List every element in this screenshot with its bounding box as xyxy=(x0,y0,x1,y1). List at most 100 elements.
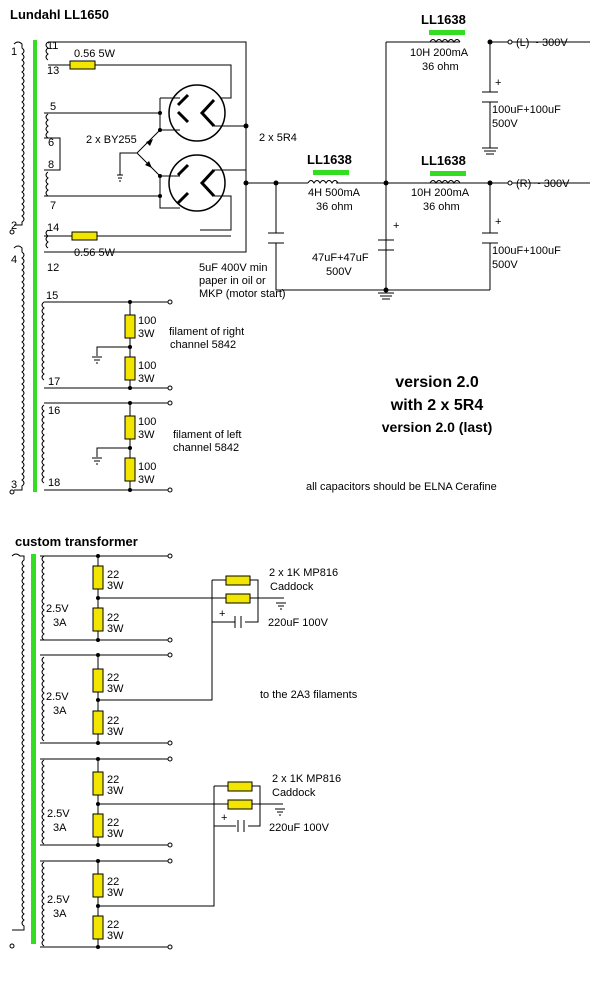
terminal-3 xyxy=(9,489,15,495)
cap-5uf-label-3: MKP (motor start) xyxy=(199,288,286,300)
winding-current-1: 3A xyxy=(53,617,67,629)
res-label: 100 xyxy=(138,416,156,428)
res-label: 3W xyxy=(138,328,155,340)
pin-label-11: 11 xyxy=(47,40,58,52)
choke-core-left xyxy=(429,30,465,35)
pin-label-17: 17 xyxy=(48,376,60,388)
rectifier-tube-bottom xyxy=(168,154,226,212)
svg-text:3W: 3W xyxy=(107,683,124,695)
filament-right-label-2: channel 5842 xyxy=(170,339,236,351)
title-custom-transformer: custom transformer xyxy=(15,534,138,549)
choke-right-spec2: 36 ohm xyxy=(423,201,460,213)
output-label-right: (R) ~ 300V xyxy=(516,178,570,190)
svg-text:3W: 3W xyxy=(107,580,124,592)
res-label: 100 xyxy=(138,315,156,327)
svg-text:22: 22 xyxy=(107,774,119,786)
caddock-label-1: 2 x 1K MP816 xyxy=(269,567,338,579)
svg-text:3W: 3W xyxy=(107,785,124,797)
capacitor-100uf-left xyxy=(482,91,498,103)
capacitor-5uf xyxy=(268,232,284,244)
svg-text:22: 22 xyxy=(107,672,119,684)
res-label: 100 xyxy=(138,461,156,473)
svg-text:3W: 3W xyxy=(107,726,124,738)
capacitor-note: all capacitors should be ELNA Cerafine xyxy=(306,481,497,493)
choke-left-name: LL1638 xyxy=(421,12,466,27)
winding-voltage-1: 2.5V xyxy=(46,603,69,615)
winding-voltage-2: 2.5V xyxy=(46,691,69,703)
diode-label: 2 x BY255 xyxy=(86,134,137,146)
plus-right: + xyxy=(495,216,501,228)
svg-text:22: 22 xyxy=(107,919,119,931)
winding-2.5v-1 xyxy=(40,553,173,643)
primary-winding-custom xyxy=(11,553,25,931)
resistor-0.56-bottom xyxy=(71,231,98,241)
cap-5uf-label-2: paper in oil or xyxy=(199,275,266,287)
svg-text:22: 22 xyxy=(107,817,119,829)
filament-left-label-2: channel 5842 xyxy=(173,442,239,454)
winding-voltage-3: 2.5V xyxy=(47,808,70,820)
winding-voltage-4: 2.5V xyxy=(47,894,70,906)
output-terminal-left xyxy=(507,39,513,45)
winding-8-7 xyxy=(45,171,49,197)
choke1-name: LL1638 xyxy=(307,152,352,167)
res-label: 3W xyxy=(138,429,155,441)
plus-caddock-1: + xyxy=(219,608,225,620)
cap-right-label-1: 100uF+100uF xyxy=(492,245,561,257)
choke1-spec2: 36 ohm xyxy=(316,201,353,213)
ground-icon xyxy=(378,292,394,300)
winding-current-3: 3A xyxy=(53,822,67,834)
ground-icon xyxy=(92,356,102,364)
svg-text:3W: 3W xyxy=(107,930,124,942)
svg-text:3W: 3W xyxy=(107,887,124,899)
svg-text:22: 22 xyxy=(107,612,119,624)
capacitor-100uf-right xyxy=(482,232,498,244)
choke-left-spec1: 10H 200mA xyxy=(410,47,469,59)
cap-220uf-label-2: 220uF 100V xyxy=(269,822,330,834)
cap-left-label-2: 500V xyxy=(492,118,518,130)
svg-text:22: 22 xyxy=(107,876,119,888)
cap-47uf-label-2: 500V xyxy=(326,266,352,278)
winding-2.5v-2 xyxy=(40,652,173,746)
diode-by255 xyxy=(145,139,153,168)
winding-14-12 xyxy=(45,229,49,249)
pin-label-2: 2 xyxy=(11,220,17,232)
resistor-100-2 xyxy=(124,356,136,381)
plus-caddock-2: + xyxy=(221,812,227,824)
plus-mid: + xyxy=(393,220,399,232)
title-lundahl: Lundahl LL1650 xyxy=(10,7,109,22)
to-2a3-label: to the 2A3 filaments xyxy=(260,689,358,701)
ground-icon xyxy=(92,457,102,465)
resistor-label-bottom: 0.56 5W xyxy=(74,247,116,259)
choke-ll1638-left xyxy=(429,39,461,43)
caddock-label-2b: Caddock xyxy=(272,787,316,799)
res-label: 3W xyxy=(138,373,155,385)
pin-label-12: 12 xyxy=(47,262,59,274)
res-label: 100 xyxy=(138,360,156,372)
caddock-label-1b: Caddock xyxy=(270,581,314,593)
svg-text:22: 22 xyxy=(107,569,119,581)
pin-label-4: 4 xyxy=(11,254,17,266)
resistor-0.56-top xyxy=(69,60,96,70)
res-label: 3W xyxy=(138,474,155,486)
pin-label-13: 13 xyxy=(47,65,59,77)
transformer-core-top xyxy=(33,40,37,492)
version-line-3: version 2.0 (last) xyxy=(382,419,493,435)
pin-label-18: 18 xyxy=(48,477,60,489)
choke-right-spec1: 10H 200mA xyxy=(411,187,470,199)
cap-220uf-label-1: 220uF 100V xyxy=(268,617,329,629)
capacitor-47uf xyxy=(378,239,394,251)
choke-ll1638-4h xyxy=(307,180,339,184)
output-terminal-right xyxy=(507,180,513,186)
winding-15-17 xyxy=(41,301,45,381)
svg-text:3W: 3W xyxy=(107,828,124,840)
choke-right-name: LL1638 xyxy=(421,153,466,168)
winding-current-4: 3A xyxy=(53,908,67,920)
pin-label-5: 5 xyxy=(50,101,56,113)
resistor-100-3 xyxy=(124,415,136,440)
primary-winding-4-3 xyxy=(13,245,25,491)
output-label-left: (L) ~ 300V xyxy=(516,37,568,49)
cap-47uf-label-1: 47uF+47uF xyxy=(312,252,369,264)
plus-left: + xyxy=(495,77,501,89)
